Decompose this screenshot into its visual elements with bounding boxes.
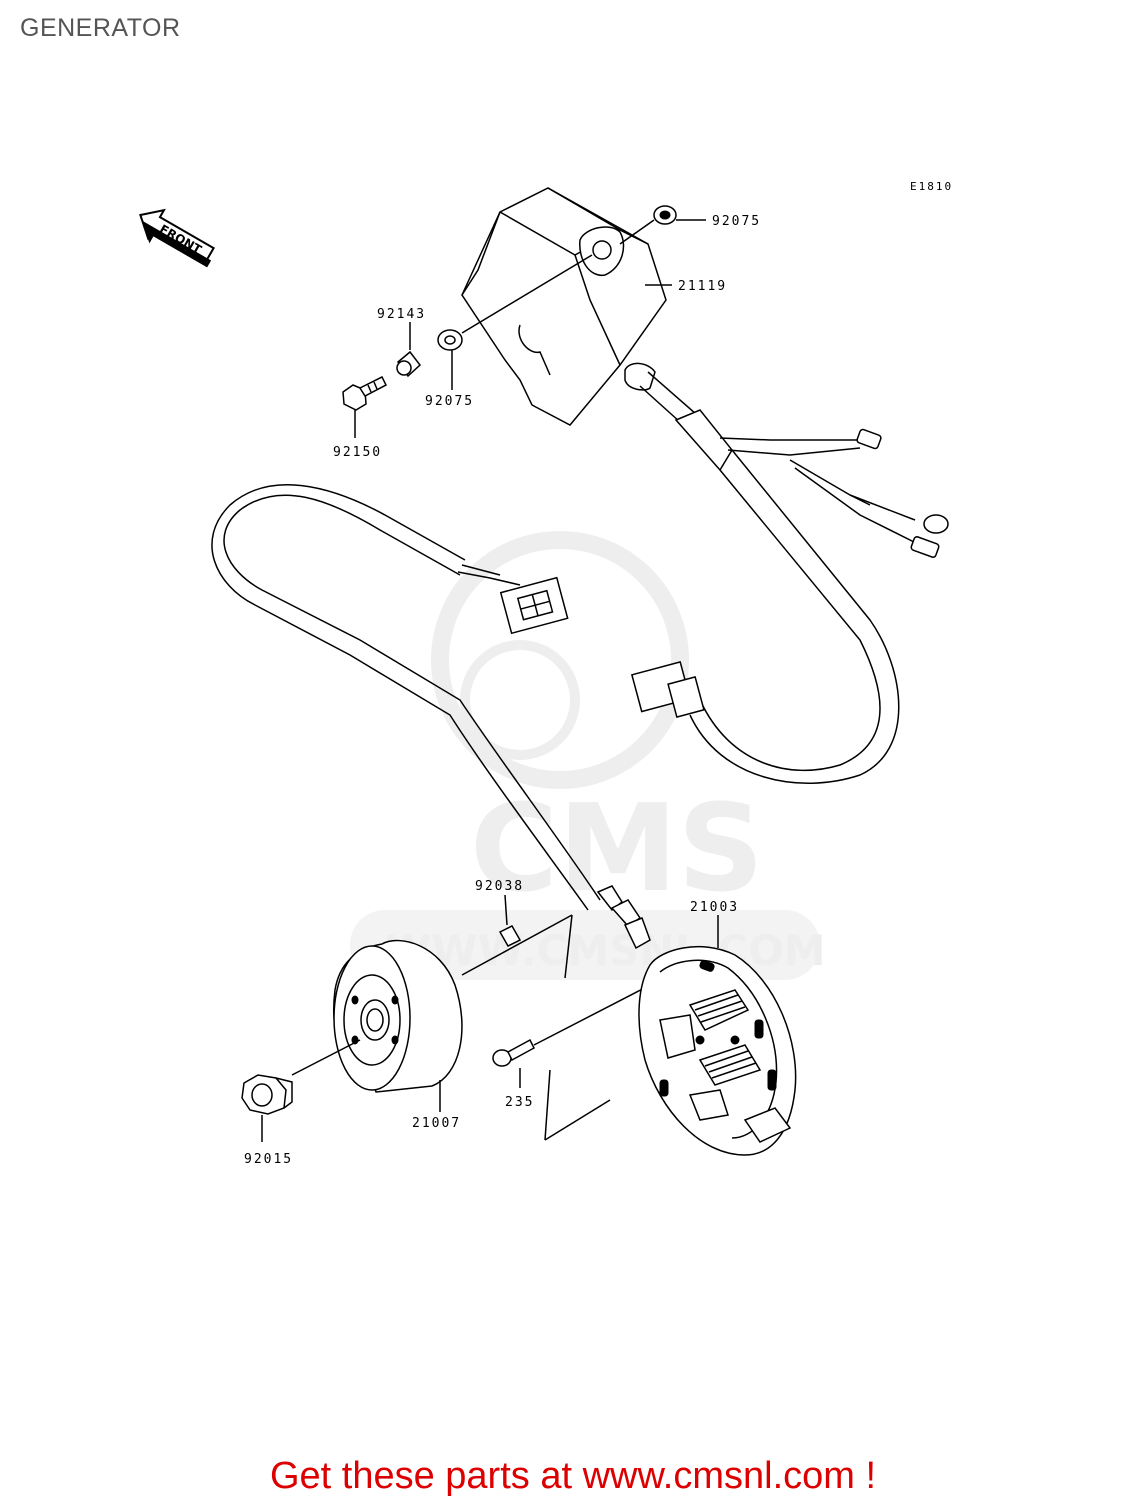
part-92038-key[interactable] xyxy=(498,925,522,947)
part-92143-collar[interactable] xyxy=(396,350,422,378)
callout-92038: 92038 xyxy=(475,879,524,894)
part-235-screw[interactable] xyxy=(492,1038,535,1067)
part-92150-bolt[interactable] xyxy=(342,375,387,438)
part-92015-nut[interactable] xyxy=(241,1074,293,1115)
part-92075-mid-grommet[interactable] xyxy=(437,329,463,351)
callout-21007: 21007 xyxy=(412,1116,461,1131)
callout-235: 235 xyxy=(505,1095,534,1110)
footer-promo-link[interactable]: Get these parts at www.cmsnl.com ! xyxy=(0,1455,1146,1498)
wiring-harness xyxy=(624,362,949,784)
watermark-url-text: WWW.CMSNL.COM xyxy=(385,926,826,975)
footer-promo-text[interactable]: Get these parts at www.cmsnl.com ! xyxy=(269,1455,877,1497)
part-21119-unit[interactable] xyxy=(461,187,667,426)
callout-92075-mid: 92075 xyxy=(425,394,474,409)
callout-92075-top: 92075 xyxy=(712,214,761,229)
diagram-code: E1810 xyxy=(910,180,953,193)
callout-92143: 92143 xyxy=(377,307,426,322)
page-title: GENERATOR xyxy=(20,14,181,42)
front-arrow-icon: FRONT xyxy=(139,208,216,268)
part-21003-stator[interactable] xyxy=(638,946,797,1156)
callout-92150: 92150 xyxy=(333,445,382,460)
callout-21119: 21119 xyxy=(678,279,727,294)
callout-92015: 92015 xyxy=(244,1152,293,1167)
part-21007-rotor[interactable] xyxy=(333,939,463,1093)
cms-watermark: CMS WWW.CMSNL.COM xyxy=(350,531,826,980)
stator-lead-cable xyxy=(211,484,651,950)
callout-21003: 21003 xyxy=(690,900,739,915)
part-92075-top-grommet[interactable] xyxy=(653,205,706,225)
